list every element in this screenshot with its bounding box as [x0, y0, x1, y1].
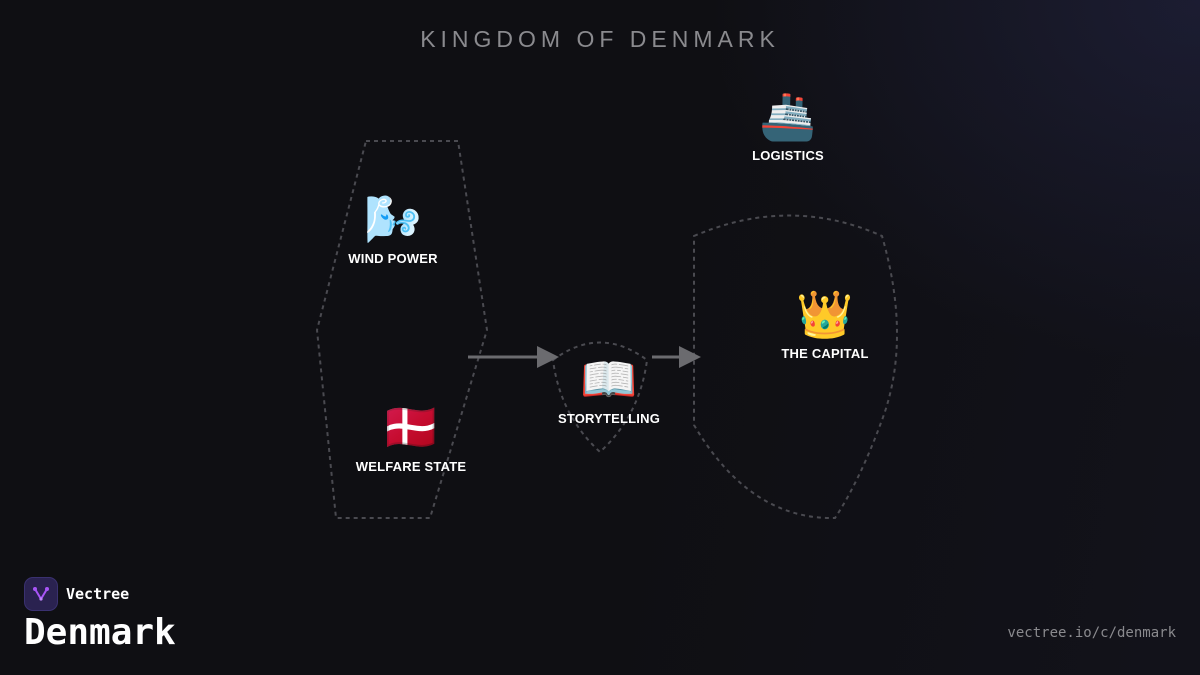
brand-name: Vectree	[66, 585, 130, 603]
crown-icon: 👑	[796, 288, 854, 340]
node-the-capital[interactable]: 👑 THE CAPITAL	[745, 286, 905, 361]
wind-face-icon: 🌬️	[364, 193, 422, 245]
footer-url-link[interactable]: vectree.io/c/denmark	[1007, 625, 1176, 641]
cruise-ship-icon: 🚢	[759, 90, 817, 142]
vectree-logo-icon	[24, 577, 58, 611]
footer-title: Denmark	[24, 612, 176, 653]
node-the-capital-label: THE CAPITAL	[781, 346, 869, 361]
node-welfare-state-label: WELFARE STATE	[355, 459, 467, 474]
brand[interactable]: Vectree	[24, 577, 129, 611]
open-book-icon: 📖	[580, 353, 638, 405]
group-outline-left	[315, 140, 489, 519]
node-logistics[interactable]: 🚢 LOGISTICS	[708, 88, 868, 163]
group-outline-right	[693, 214, 898, 520]
node-wind-power[interactable]: 🌬️ WIND POWER	[313, 191, 473, 266]
arrow-storytelling-to-capital	[652, 346, 701, 368]
node-logistics-label: LOGISTICS	[752, 148, 824, 163]
node-storytelling-label: STORYTELLING	[557, 411, 661, 426]
arrow-wind-to-storytelling	[468, 346, 559, 368]
denmark-flag-icon: 🇩🇰	[382, 401, 440, 453]
node-storytelling[interactable]: 📖 STORYTELLING	[529, 351, 689, 426]
group-outline-middle	[551, 341, 649, 454]
page-title: KINGDOM OF DENMARK	[420, 26, 780, 52]
node-welfare-state[interactable]: 🇩🇰 WELFARE STATE	[331, 399, 491, 474]
node-wind-power-label: WIND POWER	[348, 251, 438, 266]
